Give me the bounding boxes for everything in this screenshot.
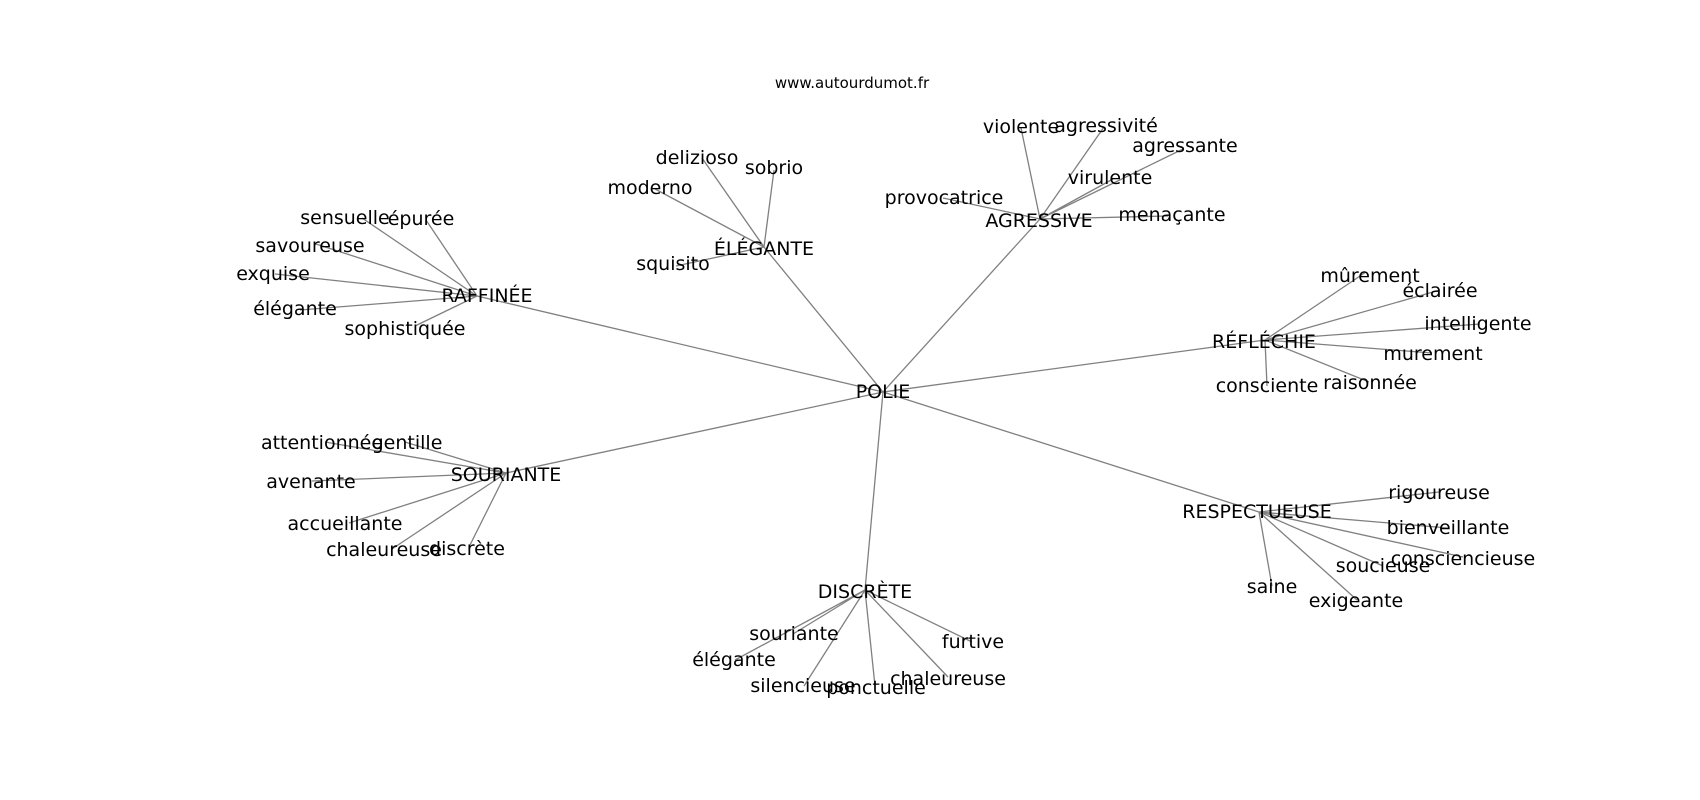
edge-agressive-violente <box>1020 127 1041 220</box>
edge-respectueuse-consciencieuse <box>1258 511 1464 558</box>
edge-respectueuse-bienveillante <box>1258 511 1449 529</box>
edge-raffinee-savoureuse <box>315 243 478 297</box>
edge-elegante_hub-moderno <box>654 188 765 248</box>
edge-raffinee-sensuelle <box>361 217 478 297</box>
node-leaf-violente: violente <box>983 116 1059 138</box>
node-leaf-raisonnee: raisonnée <box>1323 372 1417 394</box>
edge-souriante_hub-attentionnee <box>324 441 507 474</box>
edge-raffinee-epuree <box>425 219 478 297</box>
edge-polie-reflechie <box>882 339 1266 393</box>
node-leaf-sensuelle: sensuelle <box>300 207 390 229</box>
edge-polie-agressive <box>882 218 1041 393</box>
node-leaf-exigeante: exigeante <box>1309 590 1403 612</box>
node-leaf-exquise: exquise <box>236 263 310 285</box>
edge-reflechie-consciente <box>1264 339 1268 387</box>
edge-respectueuse-soucieuse <box>1258 511 1384 567</box>
edge-raffinee-sophistiquee <box>414 295 478 327</box>
edge-respectueuse-rigoureuse <box>1258 491 1440 513</box>
edge-discrete_hub-chaleureuse_d <box>864 589 949 678</box>
edge-polie-souriante_hub <box>505 391 884 474</box>
edge-reflechie-eclairee <box>1264 289 1441 341</box>
node-leaf-provocatrice: provocatrice <box>885 187 1004 209</box>
node-center-polie: POLIE <box>856 381 911 403</box>
edge-agressive-virulente <box>1039 178 1114 220</box>
edge-agressive-menacante <box>1039 215 1169 220</box>
edge-polie-respectueuse <box>882 391 1260 513</box>
edge-respectueuse-saine <box>1258 511 1273 587</box>
node-hub-elegante_hub: ÉLÉGANTE <box>714 237 814 260</box>
edge-raffinee-exquise <box>274 273 478 297</box>
edge-souriante_hub-accueillante <box>348 472 507 524</box>
edge-agressive-agressivite <box>1039 126 1105 220</box>
edge-agressive-agressante <box>1039 148 1184 220</box>
node-leaf-gentille: gentille <box>372 432 443 454</box>
edge-discrete_hub-furtive <box>864 589 973 643</box>
edge-discrete_hub-elegante_d <box>734 589 866 661</box>
node-leaf-eclairee: éclairée <box>1402 280 1477 302</box>
node-leaf-virulente: virulente <box>1068 167 1153 189</box>
node-leaf-moderno: moderno <box>607 177 692 199</box>
edge-elegante_hub-squisito <box>675 246 765 267</box>
edge-souriante_hub-chaleureuse_s <box>391 472 507 550</box>
edge-polie-elegante_hub <box>763 246 884 393</box>
node-leaf-consciencieuse: consciencieuse <box>1391 548 1536 570</box>
node-leaf-agressivite: agressivité <box>1054 115 1158 137</box>
node-leaf-menacante: menaçante <box>1118 204 1225 226</box>
node-hub-souriante_hub: SOURIANTE <box>451 464 562 486</box>
node-leaf-ponctuelle: ponctuelle <box>826 677 926 699</box>
edge-agressive-provocatrice <box>942 197 1041 220</box>
edge-souriante_hub-discrete_s <box>468 472 507 548</box>
node-leaf-discrete_s: discrète <box>429 538 505 560</box>
node-leaf-saine: saine <box>1247 576 1298 598</box>
edge-discrete_hub-ponctuelle <box>864 589 876 687</box>
edge-discrete_hub-silencieuse <box>803 589 866 687</box>
edge-polie-discrete_hub <box>864 391 884 591</box>
node-leaf-bienveillante: bienveillante <box>1387 517 1510 539</box>
node-leaf-chaleureuse_d: chaleureuse <box>890 668 1006 690</box>
edge-souriante_hub-avenante <box>311 472 507 482</box>
node-leaf-sobrio: sobrio <box>745 157 803 179</box>
node-leaf-accueillante: accueillante <box>288 513 403 535</box>
edge-reflechie-murement <box>1264 339 1433 354</box>
node-leaf-intelligente: intelligente <box>1424 313 1531 335</box>
node-leaf-squisito: squisito <box>636 253 710 275</box>
node-leaf-elegante_d: élégante <box>692 649 776 671</box>
edges <box>274 126 1481 687</box>
node-leaf-chaleureuse_s: chaleureuse <box>326 539 442 561</box>
node-hub-discrete_hub: DISCRÈTE <box>818 580 912 603</box>
node-leaf-agressante: agressante <box>1132 135 1237 157</box>
node-leaf-elegante_r: élégante <box>253 298 337 320</box>
node-leaf-murement: murement <box>1383 343 1482 365</box>
node-leaf-consciente: consciente <box>1216 375 1319 397</box>
edge-raffinee-elegante_r <box>299 295 478 311</box>
node-hub-reflechie: RÉFLÉCHIE <box>1212 330 1316 353</box>
node-leaf-sophistiquee: sophistiquée <box>344 318 465 340</box>
node-leaf-souriante_d: souriante <box>749 623 838 645</box>
node-leaf-delizioso: delizioso <box>656 147 739 169</box>
edge-souriante_hub-gentille <box>404 441 507 474</box>
edge-reflechie-raisonnee <box>1264 339 1370 383</box>
node-hub-respectueuse: RESPECTUEUSE <box>1182 501 1332 523</box>
edge-elegante_hub-sobrio <box>763 169 775 248</box>
edge-discrete_hub-souriante_d <box>792 589 866 635</box>
edge-reflechie-murement_acc <box>1264 271 1367 341</box>
edge-polie-raffinee <box>476 295 884 393</box>
node-leaf-avenante: avenante <box>266 471 355 493</box>
node-leaf-rigoureuse: rigoureuse <box>1388 482 1490 504</box>
node-leaf-epuree: épurée <box>388 208 455 230</box>
node-leaf-soucieuse: soucieuse <box>1336 555 1431 577</box>
node-leaf-attentionnee: attentionnée <box>261 432 383 454</box>
edge-elegante_hub-delizioso <box>701 157 765 248</box>
site-url: www.autourdumot.fr <box>775 74 930 92</box>
node-leaf-savoureuse: savoureuse <box>255 235 364 257</box>
node-hub-raffinee: RAFFINÉE <box>441 284 532 307</box>
node-leaf-silencieuse: silencieuse <box>750 675 855 697</box>
edge-respectueuse-exigeante <box>1258 511 1358 601</box>
node-leaf-murement_acc: mûrement <box>1320 265 1419 287</box>
edge-reflechie-intelligente <box>1264 323 1481 341</box>
node-hub-agressive: AGRESSIVE <box>985 210 1092 232</box>
node-leaf-furtive: furtive <box>942 631 1004 653</box>
